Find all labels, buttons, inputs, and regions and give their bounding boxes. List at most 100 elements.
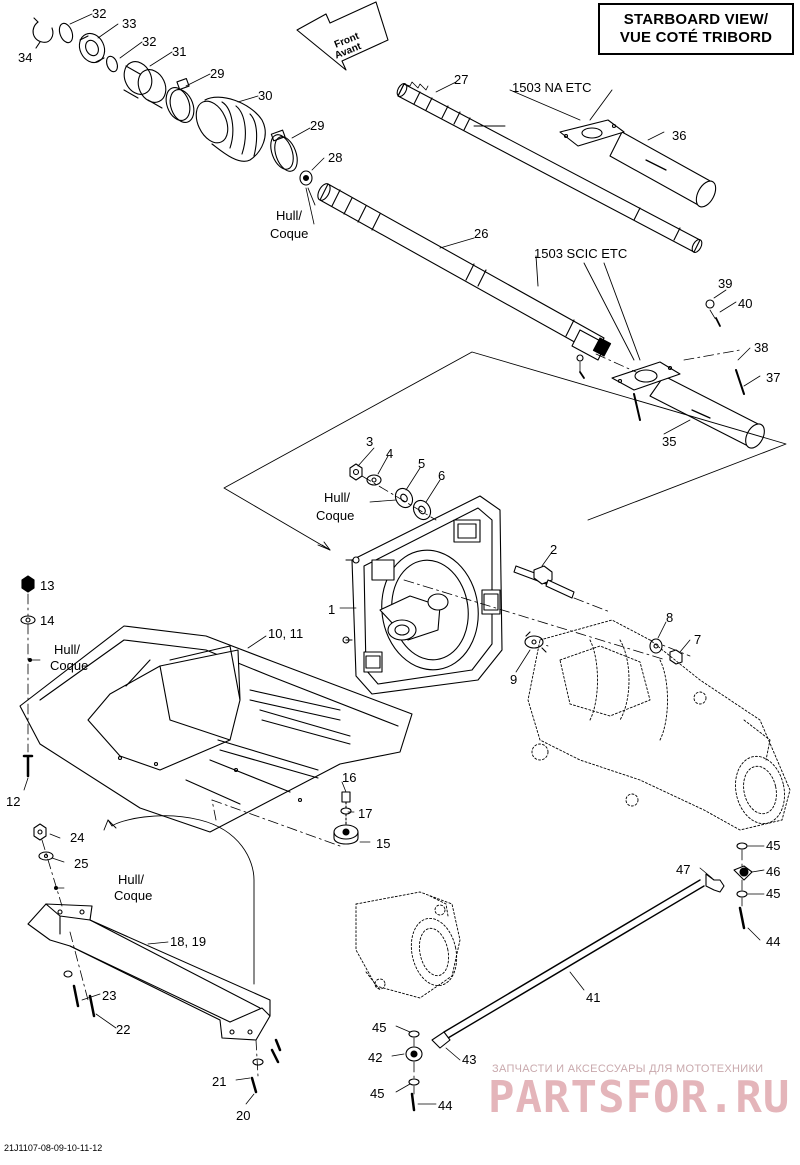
callout-18-19-35: 18, 19 [170,934,206,949]
callout-44-43: 44 [766,934,780,949]
callout-31-4: 31 [172,44,186,59]
watermark-logo: PARTSFOR.RU [488,1072,791,1123]
callout-38-14: 38 [754,340,768,355]
callout-28-8: 28 [328,150,342,165]
hardware-42-45-bottom [405,1030,423,1112]
view-title-box: STARBOARD VIEW/ VUE COTÉ TRIBORD [598,3,794,55]
dashed-alignment-lines-top [579,309,741,375]
note-hull4a: Hull/ [118,872,144,887]
callout-37-15: 37 [766,370,780,385]
callout-10-11-28: 10, 11 [268,626,303,641]
note-na: 1503 NA ETC [512,80,592,95]
callout-27-9: 27 [454,72,468,87]
tube-36 [559,119,717,208]
view-title-line-2: VUE COTÉ TRIBORD [619,29,773,46]
callout-45-42: 45 [766,886,780,901]
callout-32-3: 32 [142,34,156,49]
mount-15-17 [333,791,359,845]
part-9 [524,631,547,653]
pump-housing-1 [342,495,503,695]
callout-45-46: 45 [372,1020,386,1035]
callout-44-50: 44 [438,1098,452,1113]
nozzle-housing-dotted [527,619,791,831]
callout-9-25: 9 [510,672,517,687]
callout-29-7: 29 [310,118,324,133]
callout-46-41: 46 [766,864,780,879]
hull-dots [28,658,58,890]
callout-45-49: 45 [370,1086,384,1101]
leader-lines-top [307,89,641,361]
dashed-alignment-lines-bottom-right [413,849,743,1095]
callout-8-23: 8 [666,610,673,625]
callout-34-0: 34 [18,50,32,65]
watermark-tagline: ЗАПЧАСТИ И АКСЕССУАРЫ ДЛЯ МОТОТЕХНИКИ [492,1063,764,1075]
callout-36-10: 36 [672,128,686,143]
callout-2-21: 2 [550,542,557,557]
callout-leader-lines [23,13,765,1105]
diagram-code: 21J1107-08-09-10-11-12 [4,1143,103,1153]
callout-5-19: 5 [418,456,425,471]
callout-4-18: 4 [386,446,393,461]
steering-nozzle-dotted [355,891,461,999]
callout-labels: 3432333231293029282736263940383735345621… [6,6,780,1123]
callout-47-44: 47 [676,862,690,877]
support-bracket-18-19 [27,903,271,1041]
note-hull2b: Coque [316,508,354,523]
pump-reference-outline [223,351,787,551]
hardware-3-6 [349,463,432,521]
note-hull1b: Coque [270,226,308,241]
note-scic: 1503 SCIC ETC [534,246,627,261]
callout-12-29: 12 [6,794,20,809]
callout-33-2: 33 [122,16,136,31]
view-title-line-1: STARBOARD VIEW/ [623,11,769,28]
note-hull3a: Hull/ [54,642,80,657]
callout-14-27: 14 [40,613,54,628]
callout-13-26: 13 [40,578,54,593]
ride-plate-10-11 [19,625,413,833]
callout-23-36: 23 [102,988,116,1003]
callout-24-33: 24 [70,830,84,845]
note-hull2a: Hull/ [324,490,350,505]
callout-22-37: 22 [116,1022,130,1037]
stud-2 [513,565,575,599]
callout-45-40: 45 [766,838,780,853]
note-hull3b: Coque [50,658,88,673]
callout-20-39: 20 [236,1108,250,1123]
callout-6-20: 6 [438,468,445,483]
hardware-20-25 [33,823,282,1094]
front-arrow-icon [296,1,389,71]
hardware-44-47-right [733,842,753,930]
callout-42-47: 42 [368,1050,382,1065]
hardware-7-8 [649,638,683,665]
callout-43-48: 43 [462,1052,476,1067]
seal-boot-assembly [32,17,313,186]
callout-30-6: 30 [258,88,272,103]
callout-17-31: 17 [358,806,372,821]
callout-29-5: 29 [210,66,224,81]
note-hull4b: Coque [114,888,152,903]
callout-1-22: 1 [328,602,335,617]
callout-25-34: 25 [74,856,88,871]
callout-3-17: 3 [366,434,373,449]
callout-32-1: 32 [92,6,106,21]
steering-cable-41 [431,873,725,1049]
callout-41-45: 41 [586,990,600,1005]
tube-35 [576,299,765,449]
drive-shaft-27 [396,81,703,254]
dashed-alignment-lines-left [27,593,341,847]
callout-21-38: 21 [212,1074,226,1089]
reference-arrow [103,815,255,985]
drive-shaft-26 [317,183,612,361]
note-hull1a: Hull/ [276,208,302,223]
callout-39-12: 39 [718,276,732,291]
callout-40-13: 40 [738,296,752,311]
dashed-alignment-lines-bottom-left [41,839,259,1077]
callout-35-16: 35 [662,434,676,449]
callout-16-30: 16 [342,770,356,785]
callout-15-32: 15 [376,836,390,851]
callout-26-11: 26 [474,226,488,241]
callout-7-24: 7 [694,632,701,647]
